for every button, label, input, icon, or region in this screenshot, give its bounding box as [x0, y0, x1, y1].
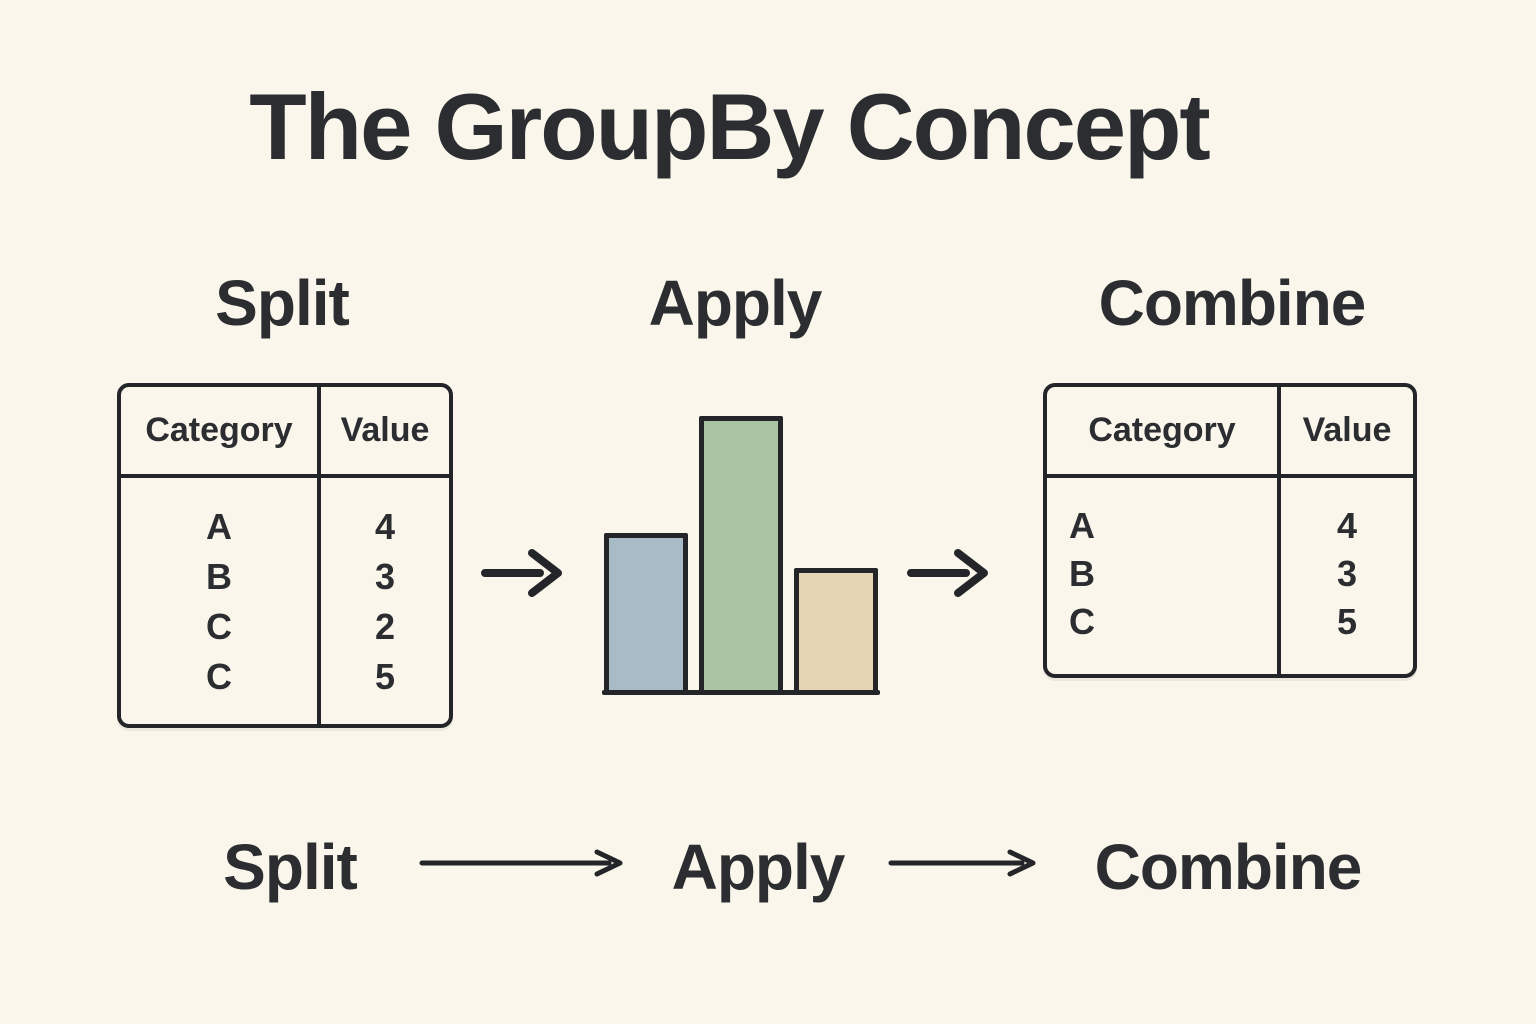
- split-heading: Split: [215, 267, 350, 339]
- arrow-right-icon: [419, 849, 623, 877]
- combine-table: Category A B C Value 4 3 5: [1043, 383, 1417, 678]
- table-cell: 5: [374, 656, 396, 697]
- table-cell: 3: [1336, 553, 1358, 594]
- arrow-right-icon: [907, 549, 988, 597]
- column-header-value: Value: [1281, 387, 1413, 478]
- split-table-value-column: Value 4 3 2 5: [321, 387, 449, 724]
- split-table: Category A B C C Value 4 3 2 5: [117, 383, 453, 728]
- table-cell: 4: [1336, 505, 1358, 546]
- table-cell: A: [206, 506, 232, 547]
- split-table-value-cells: 4 3 2 5: [321, 478, 449, 702]
- chart-baseline: [602, 690, 880, 695]
- table-cell: 5: [1336, 601, 1358, 642]
- bar-group: [604, 410, 878, 695]
- apply-heading: Apply: [648, 267, 823, 339]
- flow-label-combine: Combine: [1094, 831, 1363, 903]
- table-cell: 3: [374, 556, 396, 597]
- column-header-value: Value: [321, 387, 449, 478]
- table-cell: C: [206, 656, 232, 697]
- combine-table-category-column: Category A B C: [1047, 387, 1281, 674]
- combine-table-value-column: Value 4 3 5: [1281, 387, 1413, 674]
- flow-label-split: Split: [223, 831, 358, 903]
- apply-bar-chart: [602, 410, 880, 695]
- bar-3: [794, 568, 878, 695]
- table-cell: C: [206, 606, 232, 647]
- combine-table-category-cells: A B C: [1047, 478, 1277, 646]
- column-header-category: Category: [1047, 387, 1277, 478]
- bar-2: [699, 416, 783, 695]
- page-title: The GroupBy Concept: [249, 74, 1210, 179]
- bar-1: [604, 533, 688, 695]
- split-table-category-column: Category A B C C: [121, 387, 321, 724]
- combine-table-value-cells: 4 3 5: [1281, 478, 1413, 646]
- split-table-category-cells: A B C C: [121, 478, 317, 702]
- flow-label-apply: Apply: [671, 831, 846, 903]
- table-cell: 4: [374, 506, 396, 547]
- combine-heading: Combine: [1098, 267, 1367, 339]
- arrow-right-icon: [888, 849, 1036, 877]
- table-cell: A: [1069, 505, 1095, 546]
- column-header-category: Category: [121, 387, 317, 478]
- table-cell: B: [1069, 553, 1095, 594]
- table-cell: C: [1069, 601, 1095, 642]
- arrow-right-icon: [481, 549, 562, 597]
- table-cell: B: [206, 556, 232, 597]
- table-cell: 2: [374, 606, 396, 647]
